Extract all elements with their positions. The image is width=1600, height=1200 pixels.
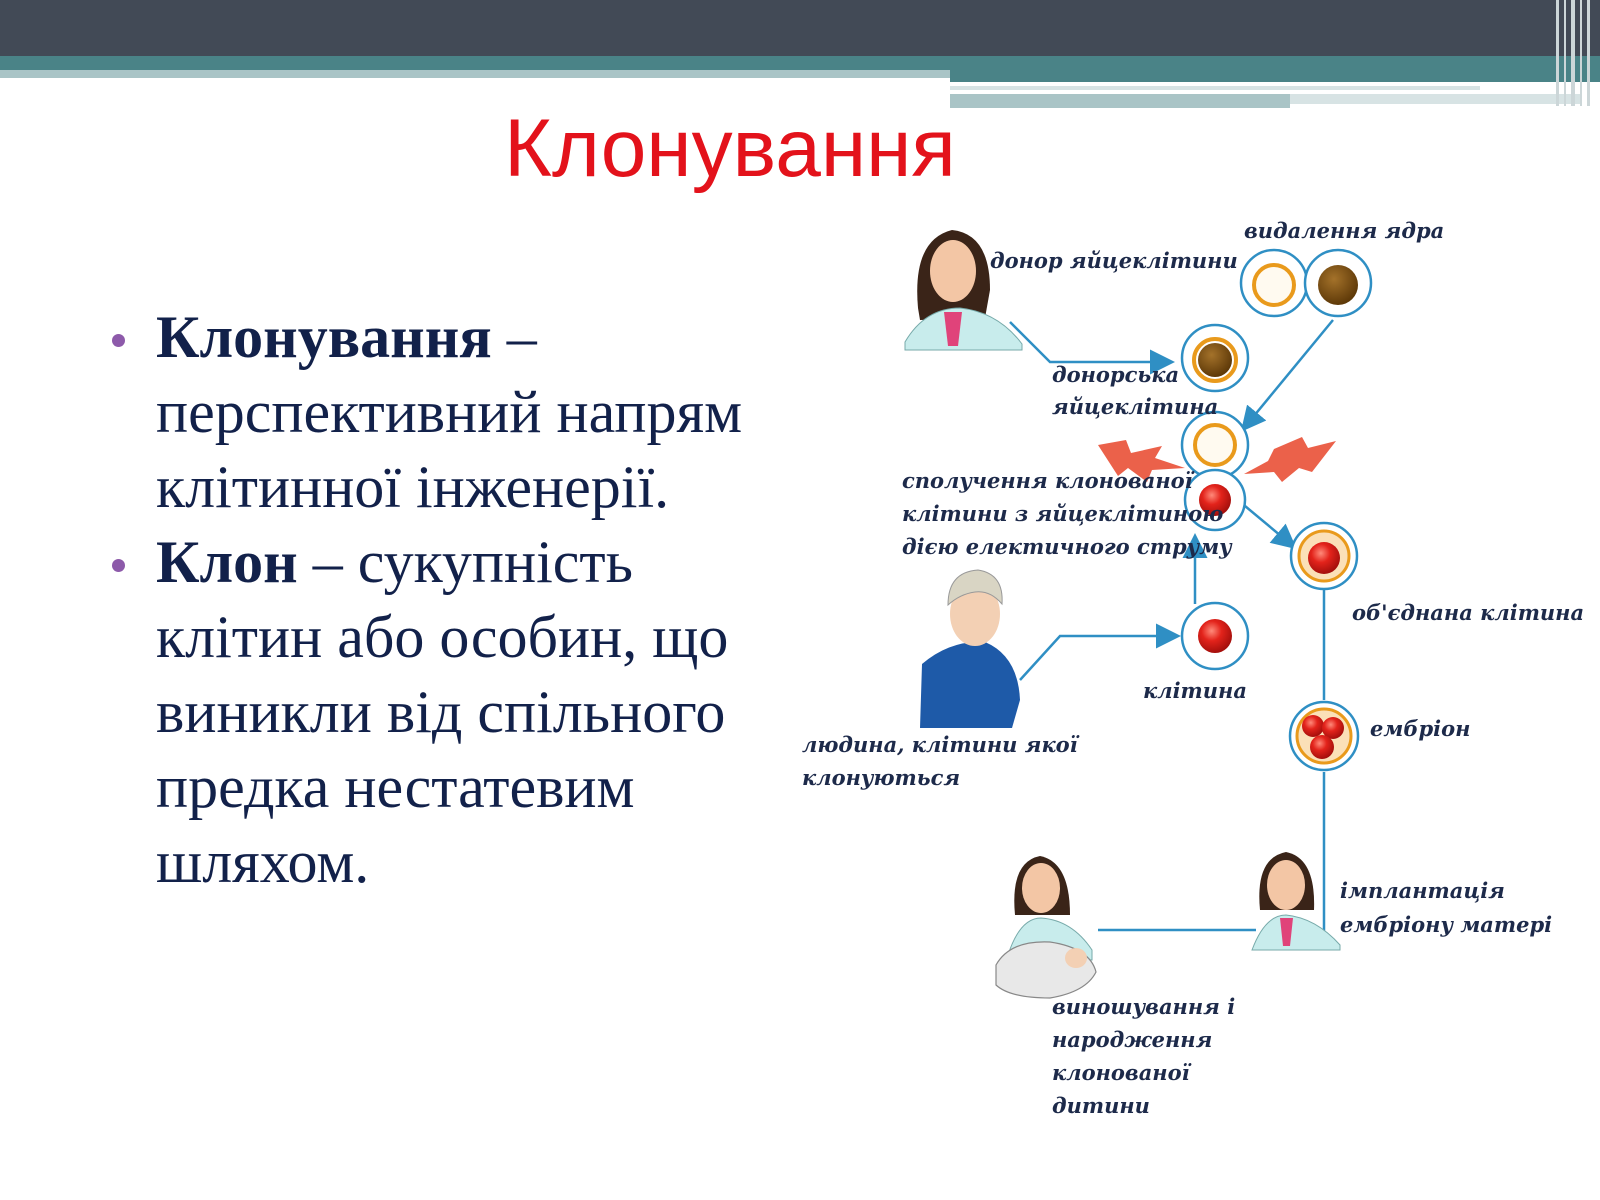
bullet-dot [112,559,125,572]
label-birth-4: дитини [1052,1093,1150,1118]
donor-egg-ring [1192,337,1238,383]
combined-cell [1289,521,1359,591]
label-birth-1: виношування і [1052,994,1236,1019]
donor-body [904,307,1023,351]
header-stripe [1571,0,1575,106]
arrow-to-combined [1244,505,1297,550]
label-fusion-1: сполучення клонованої [902,468,1193,493]
bullet-text: – сукупність клітин або особин, що виник… [156,529,729,895]
embryo-cell-3 [1310,735,1334,759]
label-person-2: клонуються [802,765,961,790]
label-nucleus-removal: видалення ядра [1244,218,1445,243]
label-donor-egg-1: донорська [1052,362,1180,387]
embryo-cell-1 [1302,715,1324,737]
arrow-nucleus-to-egg [1240,319,1334,432]
header-stripe [1556,0,1559,106]
cloned-person-figure-icon [920,569,1020,728]
mother-with-baby-figure-icon [995,856,1097,999]
embryo-cell-2 [1322,717,1344,739]
person-body [920,641,1020,728]
removed-nucleus [1318,265,1358,305]
combined-cell-nucleus [1308,542,1340,574]
arrow-person-to-cell [1019,623,1181,681]
label-person-1: людина, клітини якої [802,732,1078,757]
spark-left-icon [1098,440,1185,482]
donor-egg-nucleus [1198,343,1232,377]
bullet-list: Клонування – перспективний напрям клітин… [110,300,790,900]
fusing-nucleus [1199,484,1231,516]
slide-title: Клонування [504,103,956,194]
baby-face [1065,948,1087,968]
bullet-item-cloning: Клонування – перспективний напрям клітин… [110,300,790,525]
header-band-light [0,70,950,78]
bullet-text: – перспективний напрям клітинної інженер… [156,304,743,520]
person-hair [947,569,1003,607]
implant-mother-body [1251,914,1341,951]
bullet-term: Клонування [156,304,492,370]
bullet-term: Клон [156,529,298,595]
bullet-dot [112,334,125,347]
label-fusion-2: клітини з яйцеклітиною [902,501,1224,526]
label-fusion-3: дією електичного струму [902,534,1232,559]
implant-mother-shirt [1280,918,1293,946]
nucleus-removal-cells [1239,248,1373,318]
birth-mother-face [1022,863,1060,913]
header-band-line [950,86,1480,90]
body-cell-nucleus [1198,619,1232,653]
donor-egg-cell [1180,323,1250,393]
header-band-right [950,70,1600,82]
bullet-item-clone: Клон – сукупність клітин або особин, що … [110,525,790,900]
header-stripe [1564,0,1566,106]
enucleated-egg-ring [1193,423,1237,467]
header-stripe [1580,0,1582,106]
label-cell: клітина [1143,678,1247,703]
arrow-donor-to-egg [1009,321,1175,375]
label-egg-donor: донор яйцеклітини [990,248,1238,273]
label-combined-cell: об'єднана клітина [1352,600,1585,625]
donor-shirt [944,312,962,346]
person-face [950,582,1000,646]
header-stripe [1587,0,1590,106]
label-donor-egg-2: яйцеклітина [1052,394,1219,419]
fusion-cells [1098,410,1336,532]
label-embryo: ембріон [1370,716,1471,741]
spark-right-icon [1244,437,1336,482]
implant-mother-figure-icon [1251,852,1341,951]
embryo [1288,700,1360,772]
label-implant-2: ембріону матері [1340,912,1553,937]
egg-donor-figure-icon [904,230,1023,351]
header-bar [0,0,1600,56]
label-birth-3: клонованої [1052,1060,1190,1085]
label-implant-1: імплантація [1340,878,1505,903]
implant-mother-face [1267,860,1305,910]
nucleus-ring [1252,263,1296,307]
header-band-lower-light [1290,94,1580,104]
label-birth-2: народження [1052,1027,1213,1052]
body-cell [1180,601,1250,671]
header-band-lower [950,94,1290,108]
header-band [0,56,1600,70]
donor-face [930,240,976,302]
